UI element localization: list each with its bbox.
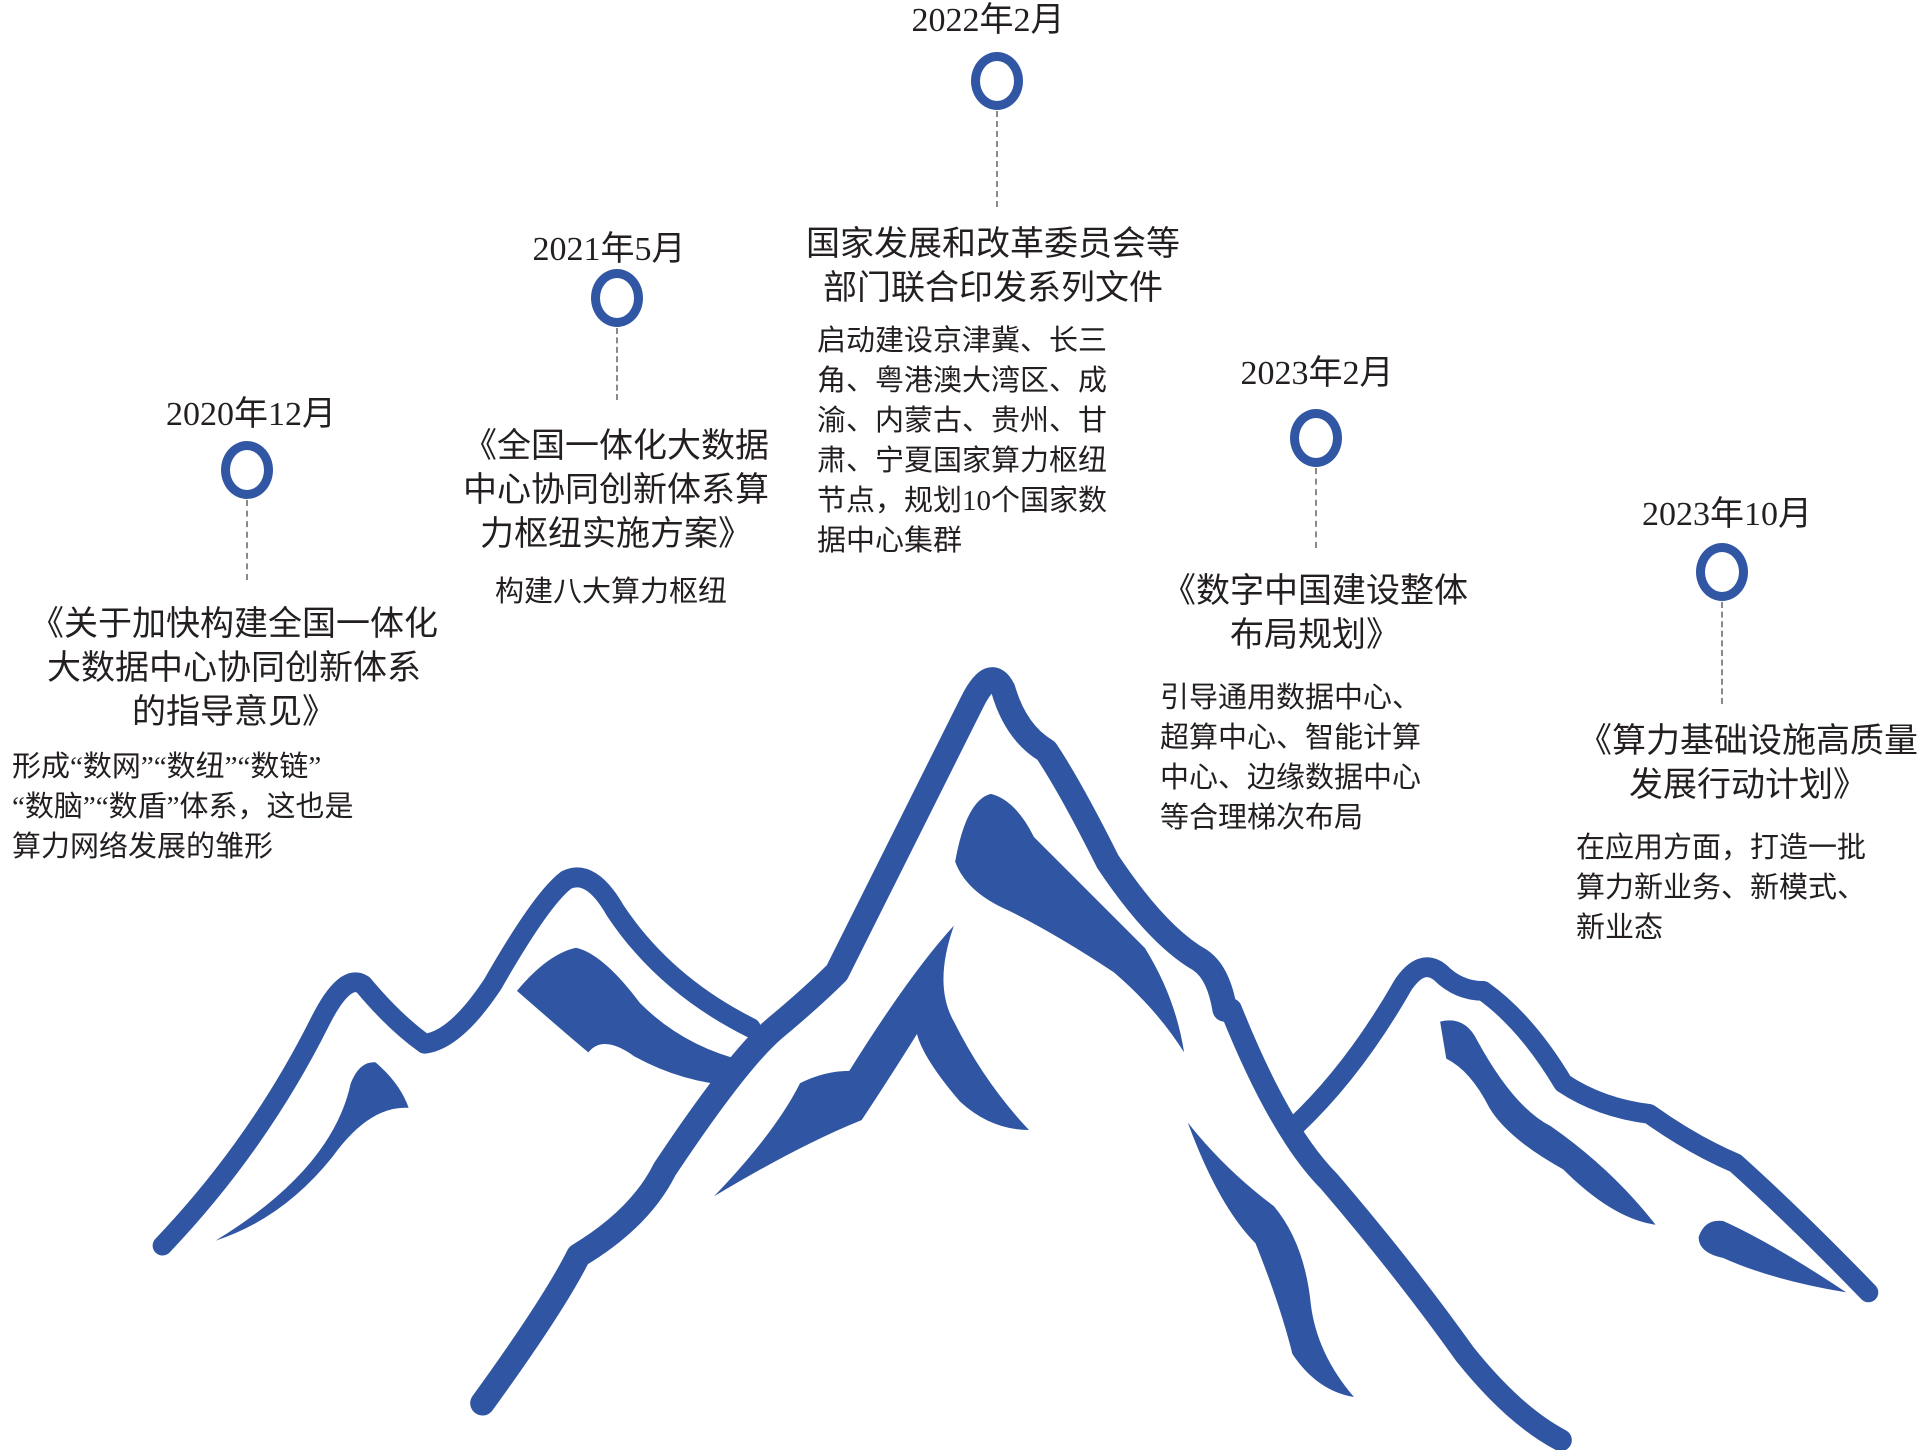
- dashed-connector: [1315, 468, 1317, 548]
- desc-line: 肃、宁夏国家算力枢纽: [817, 445, 1108, 477]
- milestone-title: 《关于加快构建全国一体化 大数据中心协同创新体系 的指导意见》: [30, 603, 438, 735]
- mountain-right-outline: [1219, 998, 1572, 1450]
- title-line: 《全国一体化大数据: [463, 428, 769, 465]
- timeline-node-icon: [1290, 409, 1342, 467]
- milestone-description: 构建八大算力枢纽: [495, 572, 727, 612]
- title-line: 力枢纽实施方案》: [480, 516, 752, 553]
- mountain-right-inner-2: [1698, 1220, 1847, 1293]
- timeline-node-icon: [971, 52, 1023, 110]
- title-line: 大数据中心协同创新体系: [47, 650, 421, 687]
- desc-line: 算力网络发展的雏形: [12, 831, 274, 863]
- title-line: 《关于加快构建全国一体化: [30, 606, 438, 643]
- desc-line: 角、粤港澳大湾区、成: [817, 365, 1108, 397]
- title-line: 国家发展和改革委员会等: [806, 226, 1180, 263]
- milestone-title: 国家发展和改革委员会等 部门联合印发系列文件: [806, 223, 1180, 311]
- desc-line: 形成“数网”“数纽”“数链”: [12, 751, 322, 783]
- mountain-left-outline: [152, 867, 761, 1256]
- milestone-title: 《数字中国建设整体 布局规划》: [1162, 570, 1468, 658]
- title-line: 部门联合印发系列文件: [823, 270, 1163, 307]
- desc-line: 据中心集群: [817, 525, 963, 557]
- desc-line: “数脑”“数盾”体系，这也是: [12, 791, 354, 823]
- title-line: 《数字中国建设整体: [1162, 573, 1468, 610]
- milestone-title: 《算力基础设施高质量 发展行动计划》: [1578, 720, 1918, 808]
- mountain-left-inner-2: [516, 947, 745, 1086]
- timeline-node-icon: [221, 441, 273, 499]
- desc-line: 引导通用数据中心、: [1160, 682, 1422, 714]
- title-line: 《算力基础设施高质量: [1578, 723, 1918, 760]
- title-line: 中心协同创新体系算: [463, 472, 769, 509]
- title-line: 发展行动计划》: [1629, 767, 1867, 804]
- dashed-connector: [996, 111, 998, 207]
- timeline-node-icon: [1696, 543, 1748, 601]
- desc-line: 渝、内蒙古、贵州、甘: [817, 405, 1108, 437]
- mountain-left-inner: [215, 1062, 409, 1241]
- desc-line: 构建八大算力枢纽: [494, 576, 728, 608]
- milestone-title: 《全国一体化大数据 中心协同创新体系算 力枢纽实施方案》: [463, 425, 769, 557]
- desc-line: 超算中心、智能计算: [1160, 722, 1422, 754]
- title-line: 布局规划》: [1230, 617, 1400, 654]
- dashed-connector: [246, 500, 248, 580]
- desc-line: 等合理梯次布局: [1160, 802, 1364, 834]
- milestone-description: 引导通用数据中心、 超算中心、智能计算 中心、边缘数据中心 等合理梯次布局: [1160, 678, 1421, 838]
- desc-line: 中心、边缘数据中心: [1160, 762, 1422, 794]
- dashed-connector: [1721, 602, 1723, 704]
- desc-line: 新业态: [1576, 912, 1664, 944]
- desc-line: 算力新业务、新模式、: [1576, 872, 1867, 904]
- mountain-main-outline: [470, 667, 1238, 1416]
- mountain-right-inner: [1440, 1020, 1656, 1225]
- mountain-main-inner: [955, 793, 1185, 1053]
- title-line: 的指导意见》: [132, 694, 336, 731]
- milestone-description: 启动建设京津冀、长三 角、粤港澳大湾区、成 渝、内蒙古、贵州、甘 肃、宁夏国家算…: [817, 321, 1107, 561]
- milestone-description: 形成“数网”“数纽”“数链” “数脑”“数盾”体系，这也是 算力网络发展的雏形: [12, 747, 354, 867]
- milestone-date: 2021年5月: [532, 231, 686, 268]
- mountain-main-lower-inner: [713, 925, 1030, 1197]
- milestone-date: 2023年2月: [1240, 355, 1394, 392]
- dashed-connector: [616, 328, 618, 400]
- mountain-main-foot: [1187, 1122, 1354, 1398]
- milestone-date: 2023年10月: [1642, 496, 1812, 533]
- milestone-date: 2022年2月: [911, 2, 1065, 39]
- timeline-node-icon: [591, 269, 643, 327]
- desc-line: 启动建设京津冀、长三: [817, 325, 1108, 357]
- desc-line: 节点，规划10个国家数: [817, 485, 1108, 517]
- mountain-far-right-outline: [1285, 957, 1879, 1303]
- milestone-description: 在应用方面，打造一批 算力新业务、新模式、 新业态: [1576, 828, 1866, 948]
- milestone-date: 2020年12月: [166, 396, 336, 433]
- desc-line: 在应用方面，打造一批: [1576, 832, 1867, 864]
